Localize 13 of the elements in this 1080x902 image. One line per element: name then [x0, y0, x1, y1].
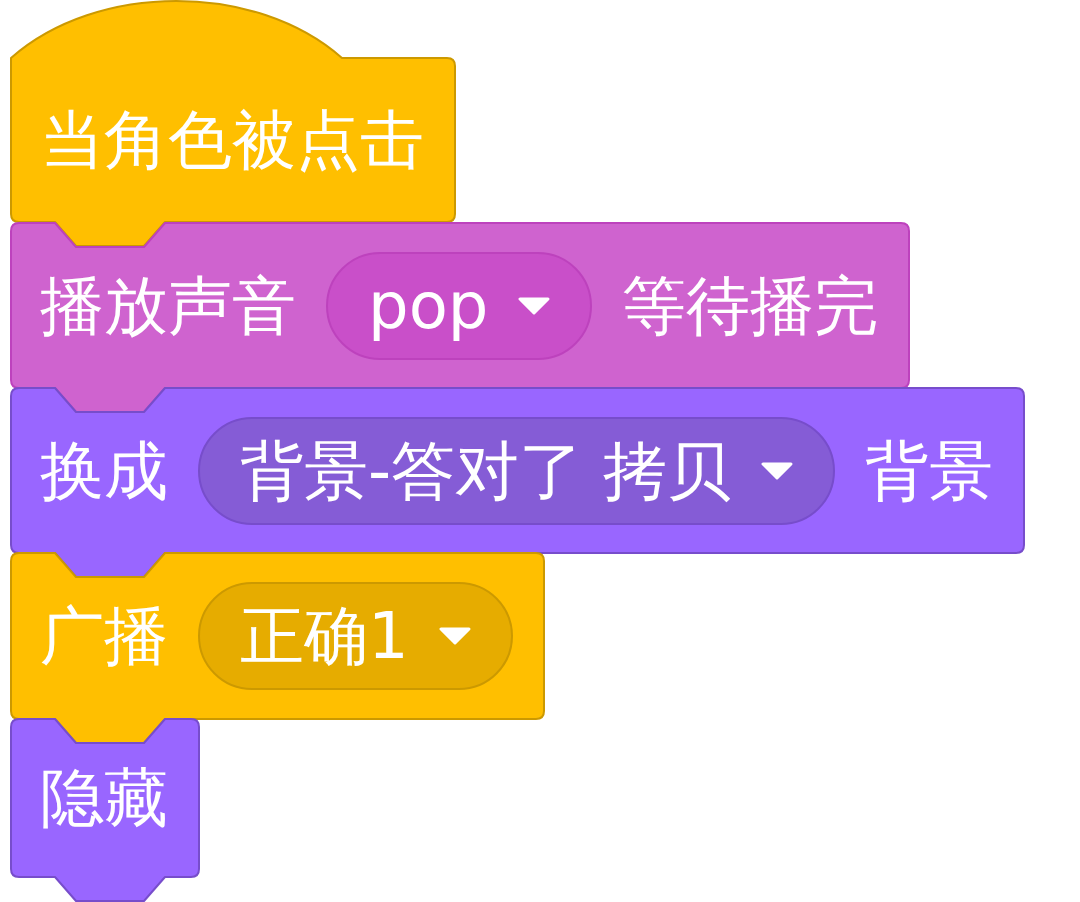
- block-label: 换成: [40, 438, 168, 503]
- block-label: 广播: [40, 604, 168, 668]
- command-block: [10, 718, 200, 902]
- command-block: [10, 552, 545, 744]
- block-label: 背景: [865, 438, 994, 503]
- block-label: 播放声音: [40, 273, 296, 338]
- block-label: 等待播完: [622, 273, 879, 338]
- block-label: 当角色被点击: [40, 108, 424, 172]
- command-block: [10, 387, 1025, 578]
- dropdown-value: 正确1: [240, 604, 409, 668]
- dropdown-value: 背景-答对了 拷贝: [240, 438, 732, 503]
- block-label: 隐藏: [40, 766, 168, 830]
- hat-block: [10, 0, 456, 248]
